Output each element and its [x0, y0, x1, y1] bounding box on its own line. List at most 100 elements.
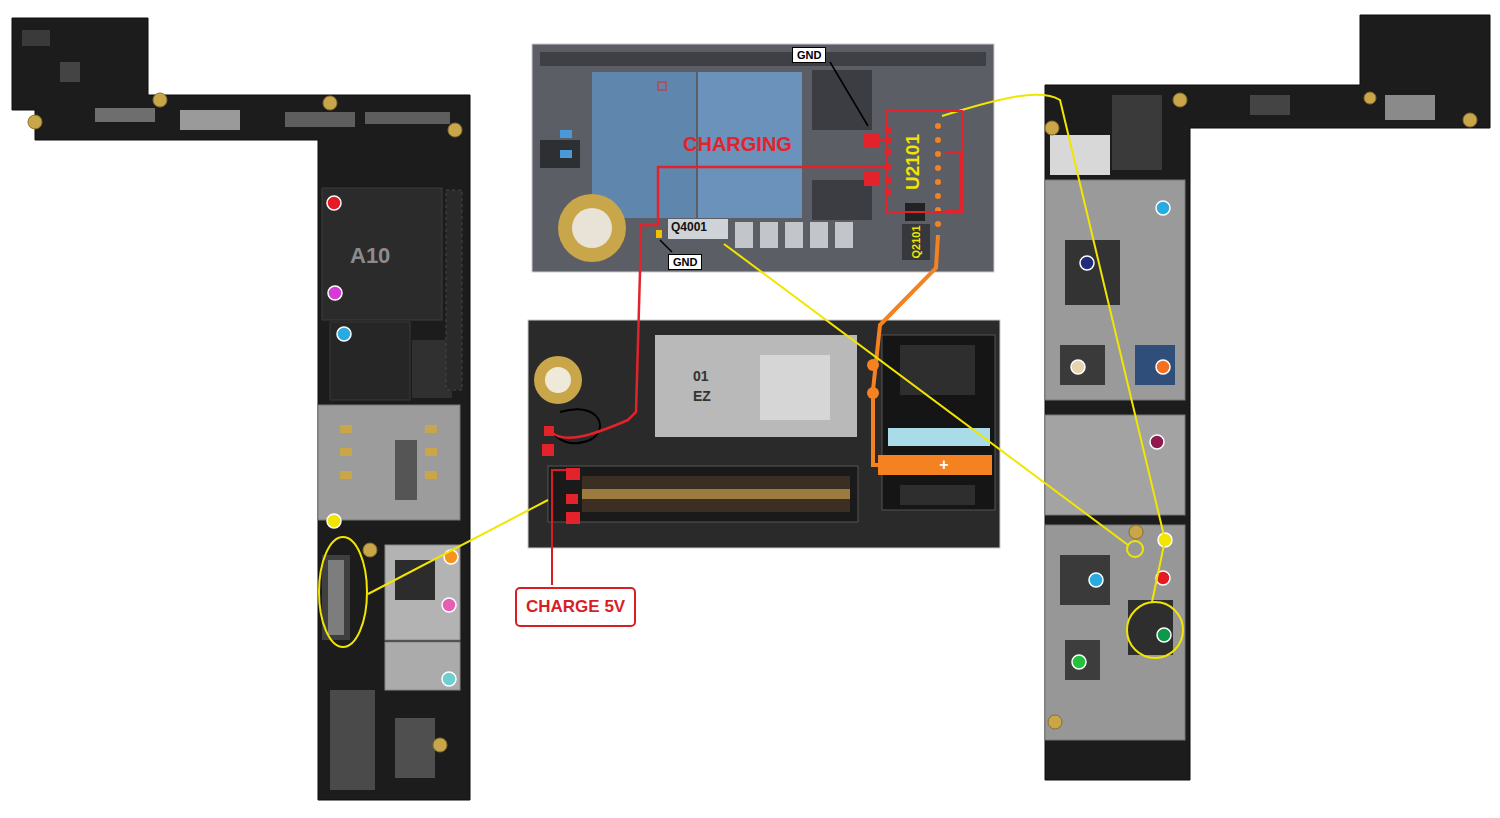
battery-trace	[935, 165, 941, 171]
marker-dot	[327, 514, 341, 528]
left-board	[318, 405, 460, 520]
ground-tag: GND	[668, 254, 702, 270]
inset-photo	[656, 230, 662, 238]
screw-hole	[433, 738, 447, 752]
inset-photo	[812, 70, 872, 130]
inset-photo	[545, 367, 571, 393]
marker-dot	[1080, 256, 1094, 270]
left-board	[425, 471, 437, 479]
left-board	[395, 440, 417, 500]
inset-photo	[785, 222, 803, 248]
screw-hole	[153, 93, 167, 107]
left-board	[285, 112, 355, 127]
leader-line	[368, 500, 548, 594]
marker-dot	[442, 598, 456, 612]
inset-photo	[812, 180, 872, 220]
left-board	[425, 448, 437, 456]
left-board	[60, 62, 80, 82]
left-board	[180, 110, 240, 130]
inset-photo	[760, 222, 778, 248]
callout-box: CHARGE 5V	[515, 587, 636, 627]
text-holder: U2101	[887, 112, 939, 211]
chip-marking: 01	[693, 368, 709, 384]
inset-photo	[900, 485, 975, 505]
inset-photo	[548, 466, 858, 522]
left-board	[328, 560, 344, 635]
right-board	[1060, 345, 1105, 385]
charge-trace	[566, 468, 580, 480]
right-board	[1045, 525, 1185, 740]
left-board	[425, 425, 437, 433]
leader-line	[660, 240, 672, 252]
inset-photo	[528, 320, 1000, 548]
charge-trace	[544, 426, 554, 436]
inset-photo	[810, 222, 828, 248]
charge-trace	[552, 167, 888, 438]
charge-trace	[864, 133, 880, 147]
right-board	[1045, 180, 1185, 400]
screw-hole	[1045, 121, 1059, 135]
right-board	[1385, 95, 1435, 120]
inset-photo	[582, 476, 850, 512]
left-board	[446, 190, 462, 390]
right-board	[1065, 640, 1100, 680]
left-board	[330, 690, 375, 790]
inset-photo	[592, 72, 696, 218]
left-board	[95, 108, 155, 122]
marker-dot	[1156, 201, 1170, 215]
left-board	[330, 322, 410, 400]
left-board	[385, 545, 460, 640]
screw-hole	[1129, 525, 1143, 539]
screw-hole	[1364, 92, 1376, 104]
inset-photo	[540, 52, 986, 66]
charge-trace	[542, 444, 554, 456]
left-board	[340, 448, 352, 456]
chip-designator: U2101	[902, 134, 924, 190]
battery-trace	[867, 359, 879, 371]
leader-line	[319, 62, 1183, 658]
signal-name: CHARGING	[683, 133, 792, 156]
marker-dot	[327, 196, 341, 210]
node-label: GND	[797, 48, 821, 62]
battery-trace	[935, 221, 941, 227]
leader-line	[830, 62, 868, 126]
inset-photo	[572, 208, 612, 248]
charge-trace	[864, 172, 880, 186]
marker-dot	[1071, 360, 1085, 374]
left-board	[365, 112, 450, 124]
inset-photo	[532, 44, 994, 272]
charge-trace	[945, 152, 960, 210]
inset-photo	[560, 150, 572, 158]
left-board	[322, 188, 442, 320]
battery-trace	[935, 151, 941, 157]
screw-hole	[323, 96, 337, 110]
screw-hole	[1173, 93, 1187, 107]
marker-dot	[442, 672, 456, 686]
inset-photo	[532, 44, 994, 272]
chip-outline: U2101	[885, 110, 963, 213]
marker-dot	[1156, 360, 1170, 374]
leader-line	[1127, 541, 1143, 557]
left-board	[395, 718, 435, 778]
inset-photo	[560, 130, 572, 138]
left-board	[12, 18, 470, 800]
right-board	[1065, 240, 1120, 305]
leader-line	[942, 95, 1165, 602]
screw-hole	[1048, 715, 1062, 729]
inset-photo	[902, 224, 930, 260]
charge-trace	[566, 494, 578, 504]
inset-photo	[534, 356, 582, 404]
inset-photo	[582, 489, 850, 499]
inset-photo	[735, 222, 753, 248]
battery-trace	[935, 137, 941, 143]
charge-trace	[542, 127, 960, 586]
marker-dot	[1072, 655, 1086, 669]
marker-dot	[337, 327, 351, 341]
right-board	[1060, 555, 1110, 605]
leader-line	[319, 537, 367, 647]
battery-trace	[873, 235, 938, 465]
battery-trace	[867, 387, 879, 399]
ground-tag: GND	[792, 47, 826, 63]
